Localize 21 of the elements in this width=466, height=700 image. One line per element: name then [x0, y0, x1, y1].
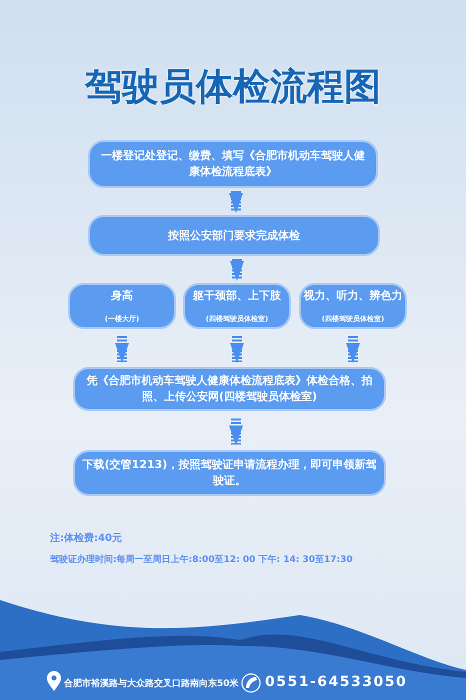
step-text: 身高 — [111, 288, 133, 304]
phone-number: 0551-64533050 — [265, 674, 408, 690]
process-box: 凭《合肥市机动车驾驶人健康体检流程底表》体检合格、拍照、上传公安网(四楼驾驶员体检室) — [73, 367, 386, 411]
arrow — [229, 418, 243, 446]
process-box: 下载(交管1213)，按照驾驶证申请流程办理，即可申领新驾驶证。 — [73, 450, 386, 496]
title: 驾驶员体检流程图 — [84, 64, 382, 110]
arrow — [230, 336, 244, 363]
process-box: 一楼登记处登记、缴费、填写《合肥市机动车驾驶人健康体检流程底表》 — [88, 140, 378, 188]
arrow — [230, 259, 244, 281]
process-box — [183, 283, 291, 329]
process-box: 按照公安部门要求完成体检 — [88, 215, 380, 256]
arrow — [346, 336, 360, 363]
arrow — [229, 191, 243, 213]
fee-note: 注:体检费:40元 — [50, 531, 122, 545]
hours-note: 驾驶证办理时间:每周一至周日上午:8:00至12: 00 下午: 14: 30至17:30 — [50, 553, 353, 566]
step-text: 躯干颈部、上下肢 — [193, 288, 281, 304]
step-text: 视力、听力、辨色力 — [304, 288, 402, 304]
process-box — [68, 283, 176, 329]
arrow — [115, 336, 129, 363]
process-box — [299, 283, 407, 329]
address-text: 合肥市裕溪路与大众路交叉口路南向东50米 — [64, 677, 239, 690]
